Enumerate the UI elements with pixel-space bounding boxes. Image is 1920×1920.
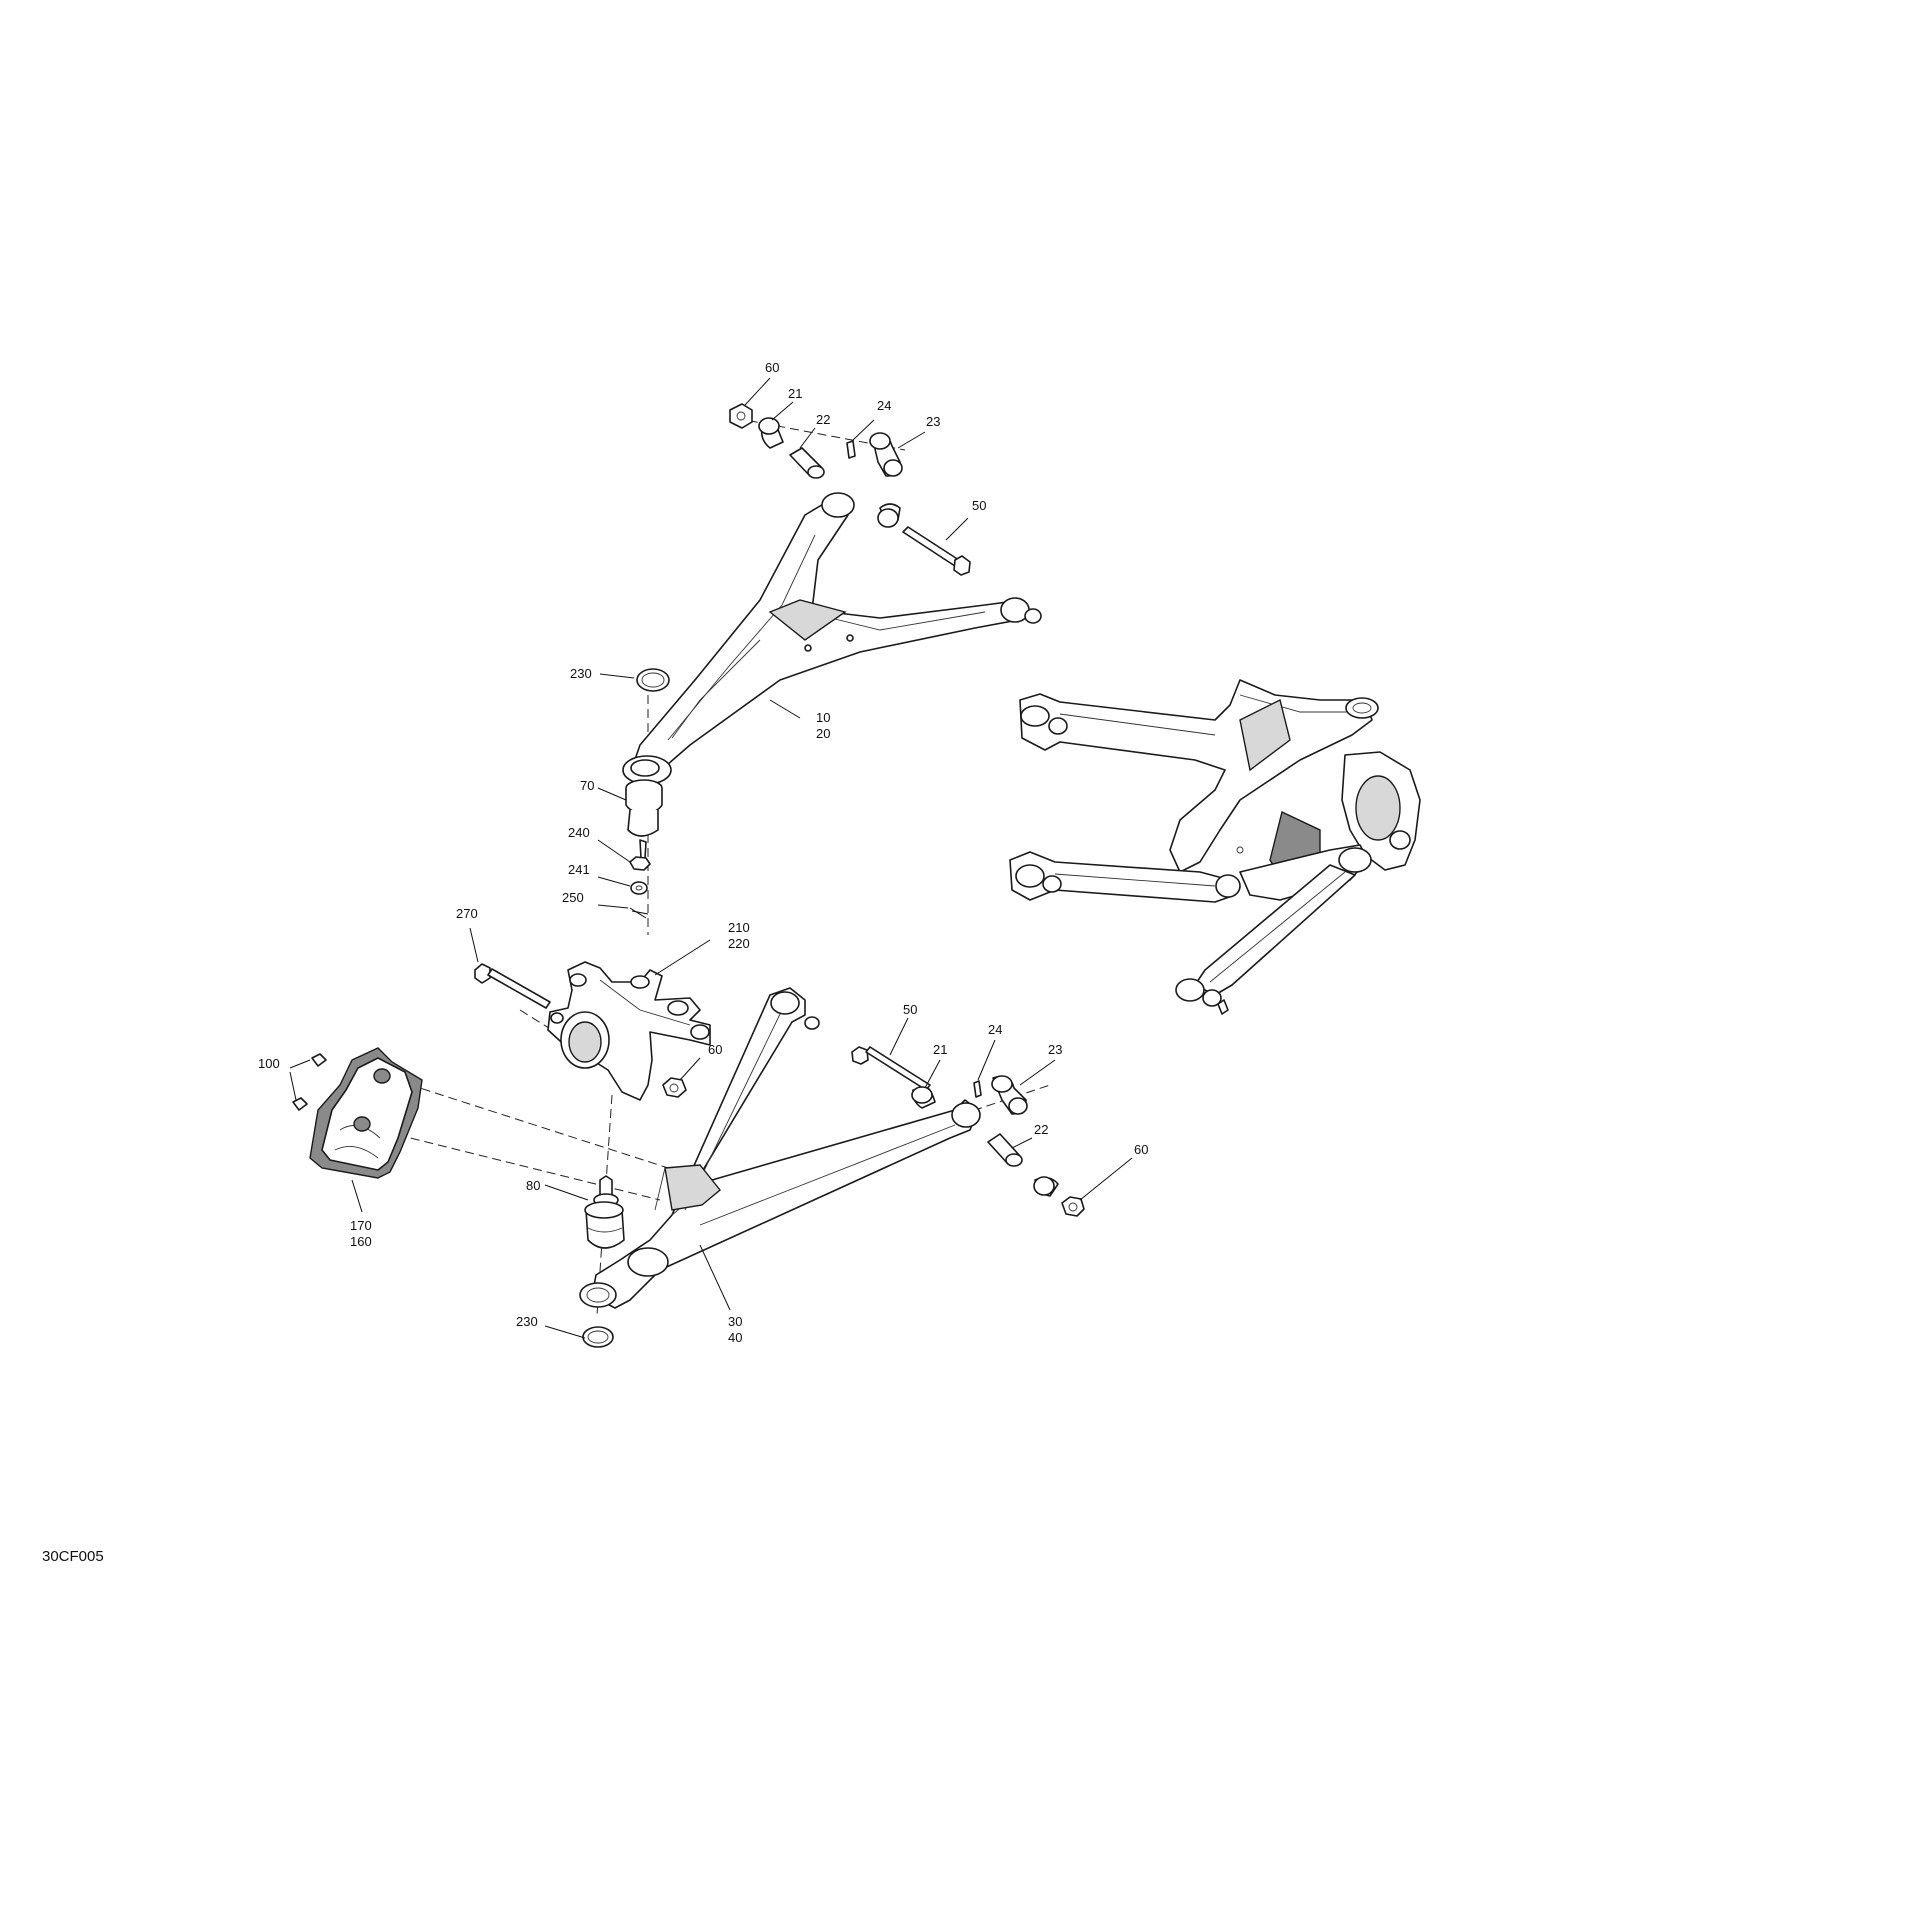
callout-60-bottom: 60 xyxy=(1134,1142,1148,1157)
callout-160: 160 xyxy=(350,1234,372,1249)
skid-plate xyxy=(309,1047,423,1179)
callout-50-bottom: 50 xyxy=(903,1002,917,1017)
callout-250: 250 xyxy=(562,890,584,905)
callout-22-bottom: 22 xyxy=(1034,1122,1048,1137)
grease-fitting-24-top xyxy=(846,440,856,459)
callout-21-bottom: 21 xyxy=(933,1042,947,1057)
screws-100 xyxy=(292,1053,327,1111)
callout-23-top: 23 xyxy=(926,414,940,429)
leader-lines xyxy=(289,377,1133,1339)
callout-210: 210 xyxy=(728,920,750,935)
callout-23-bottom: 23 xyxy=(1048,1042,1062,1057)
upper-hardware xyxy=(729,403,971,576)
diagram-code: 30CF005 xyxy=(42,1548,104,1565)
callout-50-top: 50 xyxy=(972,498,986,513)
callout-10: 10 xyxy=(816,710,830,725)
retaining-ring-230-bottom xyxy=(582,1326,614,1348)
nut-60-top xyxy=(729,403,753,429)
callout-21-top: 21 xyxy=(788,386,802,401)
callout-40: 40 xyxy=(728,1330,742,1345)
callout-22-top: 22 xyxy=(816,412,830,427)
callout-70: 70 xyxy=(580,778,594,793)
grease-fitting-24-bottom xyxy=(973,1080,982,1098)
assembled-suspension-view xyxy=(1009,679,1421,1015)
lower-hardware xyxy=(851,1046,1085,1217)
callout-30: 30 xyxy=(728,1314,742,1329)
callout-100: 100 xyxy=(258,1056,280,1071)
callout-20: 20 xyxy=(816,726,830,741)
callout-241: 241 xyxy=(568,862,590,877)
ball-joint-70 xyxy=(625,779,663,859)
lower-a-arm xyxy=(579,987,981,1309)
steering-knuckle xyxy=(547,961,711,1101)
callout-170: 170 xyxy=(350,1218,372,1233)
callout-labels: 60 21 22 24 23 50 230 10 20 70 240 241 2… xyxy=(258,360,1148,1345)
callout-230-top: 230 xyxy=(570,666,592,681)
callout-220: 220 xyxy=(728,936,750,951)
nut-240 xyxy=(629,856,651,871)
callout-24-top: 24 xyxy=(877,398,891,413)
callout-230-bottom: 230 xyxy=(516,1314,538,1329)
retaining-ring-230-top xyxy=(636,668,670,692)
washer-241 xyxy=(630,881,648,895)
callout-270: 270 xyxy=(456,906,478,921)
upper-a-arm xyxy=(622,492,1042,785)
callout-240: 240 xyxy=(568,825,590,840)
callout-60-knuckle: 60 xyxy=(708,1042,722,1057)
bolt-50-head-bottom xyxy=(851,1046,869,1065)
callout-60-top: 60 xyxy=(765,360,779,375)
nut-60-knuckle xyxy=(662,1077,687,1098)
nut-60-bottom xyxy=(1061,1196,1085,1217)
callout-24-bottom: 24 xyxy=(988,1022,1002,1037)
bolt-270 xyxy=(474,963,551,1009)
cotter-pin-250 xyxy=(629,907,649,919)
ball-joint-80 xyxy=(584,1175,625,1249)
bolt-50-bottom xyxy=(865,1046,931,1091)
callout-80: 80 xyxy=(526,1178,540,1193)
